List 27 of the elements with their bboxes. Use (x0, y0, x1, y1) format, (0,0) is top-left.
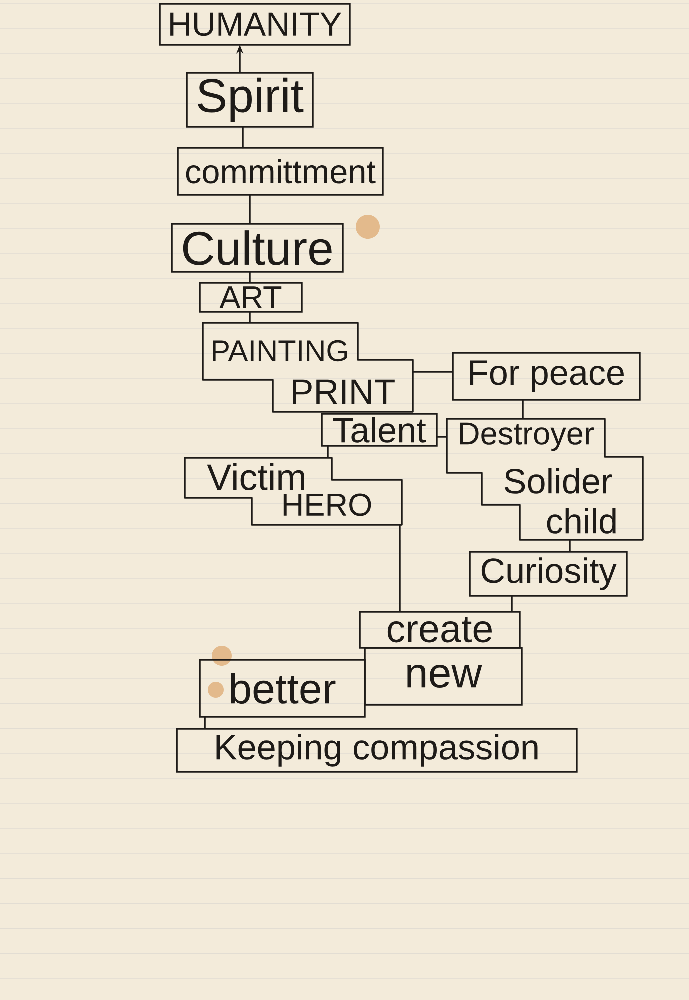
connector-line (522, 400, 524, 420)
concept-box: HUMANITY (159, 3, 351, 46)
concept-box: Keeping compassion (176, 728, 578, 773)
concept-box: committment (177, 147, 384, 196)
concept-box: Culture (171, 223, 344, 273)
connector-line (399, 525, 401, 612)
connector-line (436, 436, 448, 438)
connector-line (511, 596, 513, 612)
stepped-box: Victim HERO (184, 457, 403, 526)
connector-line (327, 446, 329, 458)
stepped-box: PAINTING PRINT (202, 322, 414, 413)
concept-box: Spirit (186, 72, 314, 128)
concept-box: Talent (321, 413, 438, 447)
concept-box: For peace (452, 352, 641, 401)
connector-line (242, 127, 244, 148)
connector-line (569, 540, 571, 552)
concept-box: better (199, 659, 366, 718)
stepped-box: Destroyer Solider child (446, 418, 644, 541)
concept-box: create (359, 611, 521, 649)
connector-line (412, 371, 454, 373)
concept-box: Curiosity (469, 551, 628, 597)
connector-line (249, 195, 251, 224)
connector-line (249, 272, 251, 283)
concept-box: new (364, 647, 523, 706)
concept-box: ART (199, 282, 303, 313)
connector-line (249, 312, 251, 324)
connector-line (204, 717, 206, 729)
